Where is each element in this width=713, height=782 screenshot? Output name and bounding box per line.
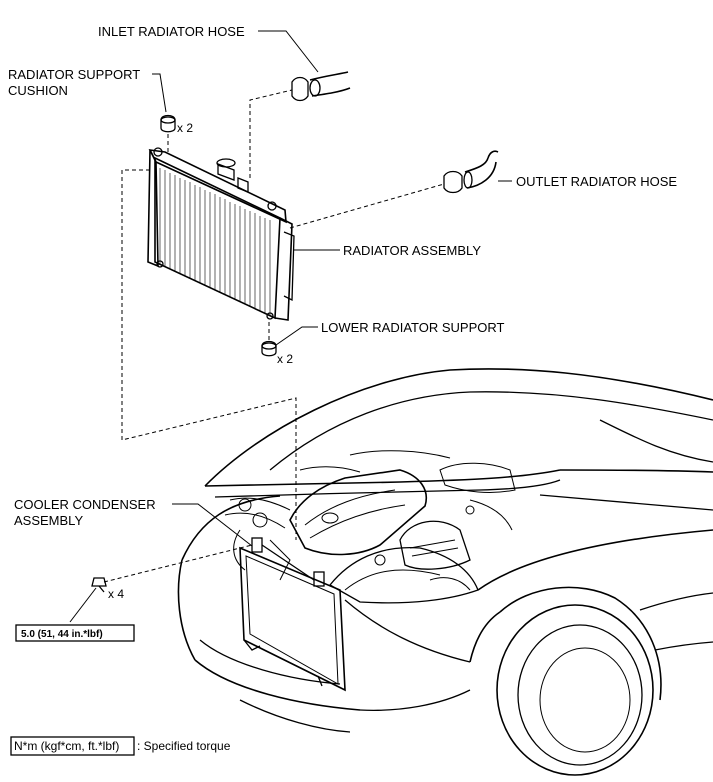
condenser-label-2: ASSEMBLY	[14, 513, 83, 528]
bolt-qty: x 4	[108, 587, 124, 601]
bolt-drawing	[91, 577, 107, 593]
radiator-assembly-label: RADIATOR ASSEMBLY	[343, 243, 481, 258]
legend-unit-box	[10, 736, 135, 756]
torque-value-box	[15, 624, 135, 642]
lower-support-drawing	[261, 340, 277, 357]
radiator-assembly-drawing	[147, 147, 295, 321]
torque-value: 5.0 (51, 44 in.*lbf)	[21, 629, 103, 640]
support-cushion-label-2: CUSHION	[8, 83, 68, 98]
engine-bay-drawing	[224, 450, 516, 591]
lower-support-label: LOWER RADIATOR SUPPORT	[321, 320, 505, 335]
lower-support-qty: x 2	[277, 352, 293, 366]
legend-description: : Specified torque	[137, 739, 231, 753]
car-body-drawing	[177, 368, 713, 776]
condenser-label-1: COOLER CONDENSER	[14, 497, 156, 512]
leader-lines	[69, 30, 512, 623]
outlet-hose-drawing	[443, 150, 499, 194]
outlet-hose-label: OUTLET RADIATOR HOSE	[516, 174, 677, 189]
alignment-lines	[103, 89, 445, 583]
condenser-drawing	[239, 537, 346, 692]
inlet-hose-label: INLET RADIATOR HOSE	[98, 24, 245, 39]
support-cushion-qty: x 2	[177, 121, 193, 135]
support-cushion-drawing	[160, 114, 176, 133]
support-cushion-label-1: RADIATOR SUPPORT	[8, 67, 140, 82]
legend-unit-text: N*m (kgf*cm, ft.*lbf)	[14, 739, 119, 753]
inlet-hose-drawing	[291, 71, 351, 102]
